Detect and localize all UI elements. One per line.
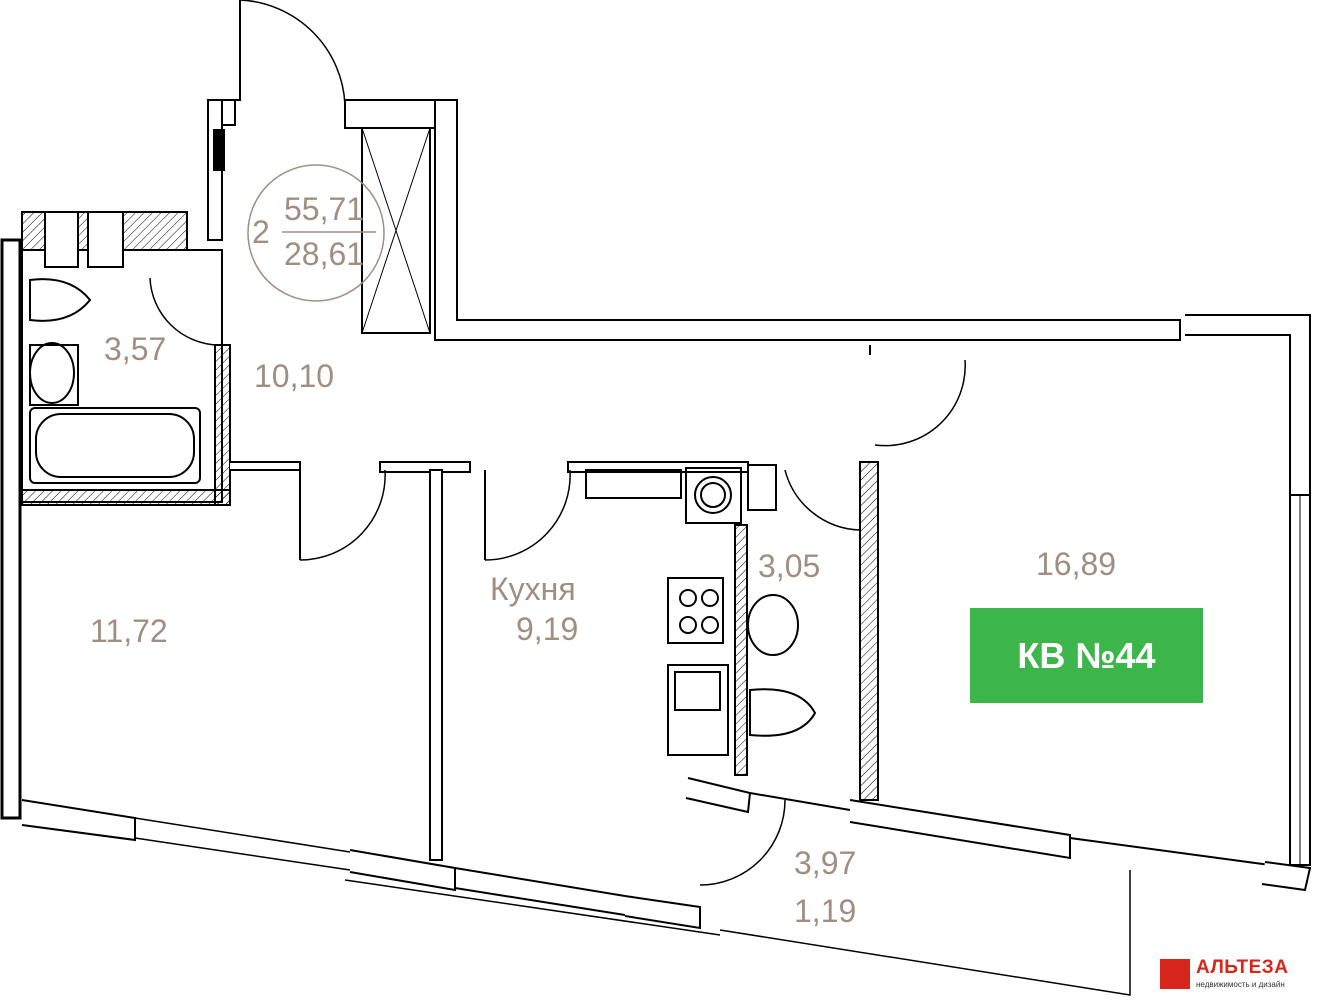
logo-title: АЛЬТЕЗА	[1196, 957, 1289, 978]
toilet-area: 3,05	[758, 548, 821, 584]
wall-bottom-left	[21, 799, 136, 842]
bathroom-area: 3,57	[104, 331, 167, 367]
balcony-reduced-area: 1,19	[794, 893, 857, 929]
apartment-badge: КВ №44	[970, 608, 1203, 703]
bathroom-block	[21, 249, 223, 503]
wall-right	[1185, 314, 1311, 496]
bathtub	[29, 407, 201, 484]
toilet-wc	[749, 688, 817, 737]
kitchen-area: 9,19	[516, 611, 579, 647]
kitchen-name: Кухня	[490, 571, 576, 607]
brand-logo: АЛЬТЕЗА недвижимость и дизайн	[1160, 955, 1312, 995]
toilet-bathroom	[29, 278, 92, 322]
balcony-outline	[719, 870, 1131, 996]
sink-toilet	[747, 594, 799, 656]
stove	[667, 577, 724, 644]
bedroom-right-area: 16,89	[1036, 546, 1117, 582]
balcony-area: 3,97	[794, 845, 857, 881]
area-circle	[247, 164, 385, 302]
wall-top	[434, 99, 1181, 341]
entrance-door	[239, 0, 346, 106]
bedroom-left-area: 11,72	[90, 613, 168, 649]
rooms-count: 2	[252, 214, 270, 250]
wall-left	[0, 238, 22, 820]
total-area: 55,71	[284, 191, 365, 227]
hall-area: 10,10	[254, 358, 335, 394]
logo-subtitle: недвижимость и дизайн	[1196, 980, 1285, 989]
boiler	[685, 467, 742, 524]
kitchen-sink	[667, 664, 729, 756]
living-area: 28,61	[284, 236, 365, 272]
logo-icon	[1160, 959, 1190, 989]
wall-bottom-right	[849, 799, 1071, 860]
